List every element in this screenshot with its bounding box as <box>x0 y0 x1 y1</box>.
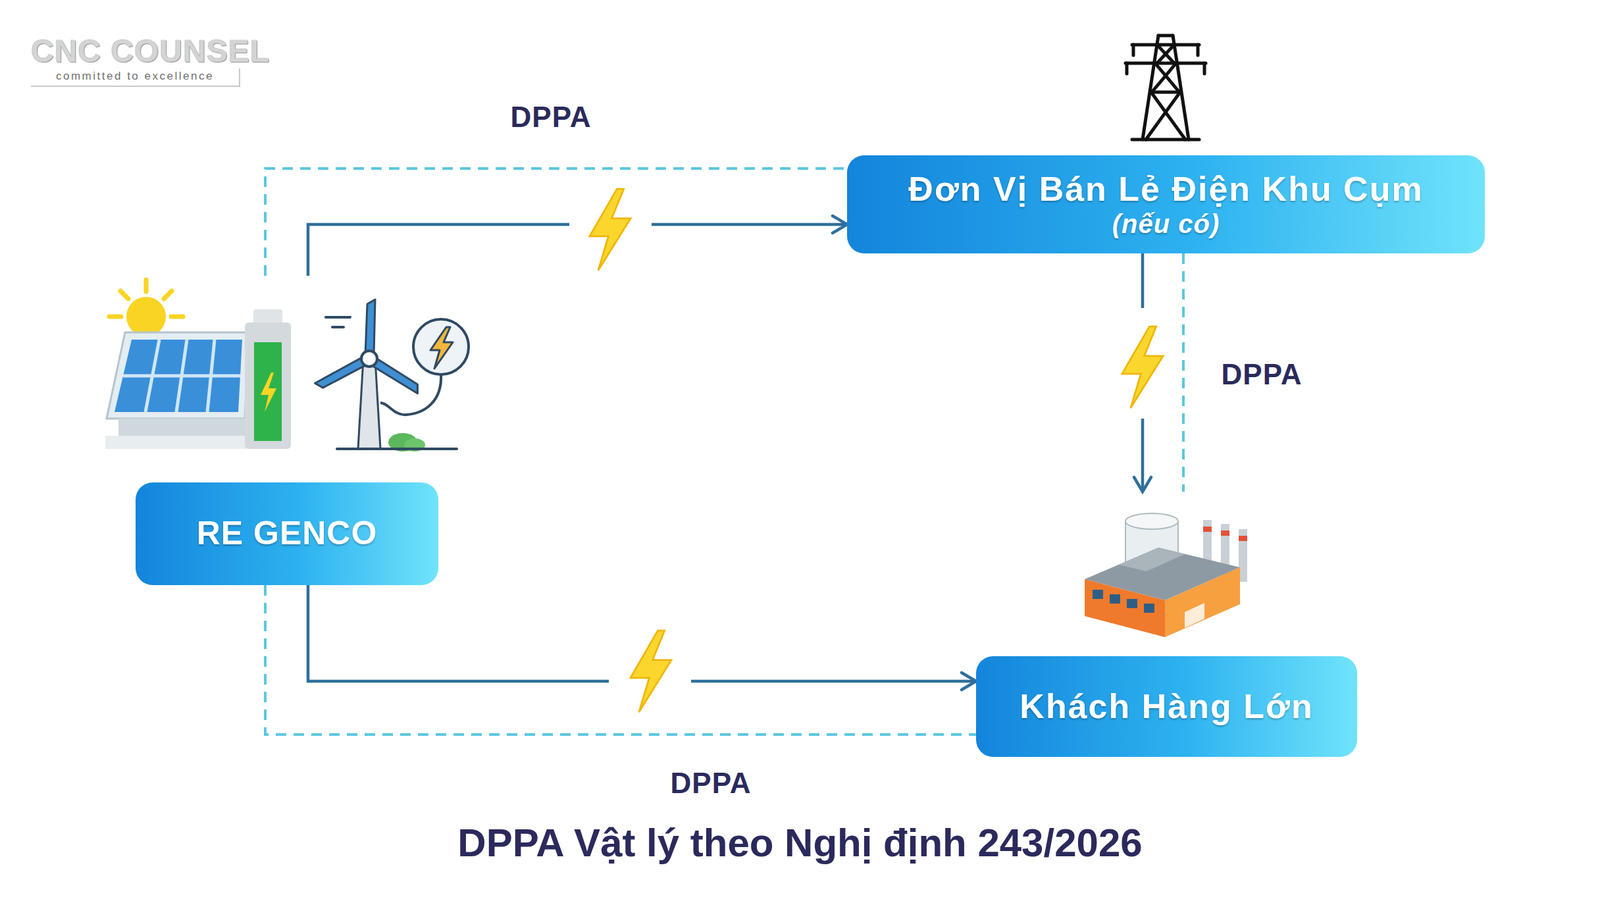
contract-label: DPPA <box>1221 358 1303 391</box>
box-fill: RE GENCO <box>135 482 439 586</box>
lightning-bolt <box>608 630 692 713</box>
contract-label: DPPA <box>510 100 592 134</box>
diagram-caption: DPPA Vật lý theo Nghị định 243/2026 <box>0 820 1600 866</box>
arrow-head <box>1134 477 1152 492</box>
logo-wordmark: CNC COUNSEL <box>30 32 270 70</box>
generator-box: RE GENCO <box>102 275 475 586</box>
contract-line <box>265 168 848 276</box>
box-fill: Đơn Vị Bán Lẻ Điện Khu Cụm(nếu có) <box>847 155 1485 254</box>
transmission-tower-icon <box>1125 35 1206 140</box>
customer-box: Khách Hàng Lớn <box>976 491 1358 757</box>
retailer-box: Đơn Vị Bán Lẻ Điện Khu Cụm(nếu có) <box>847 155 1485 254</box>
arrow-head <box>961 672 977 690</box>
box-subtitle: (nếu có) <box>1112 208 1221 239</box>
arrow-head <box>832 215 848 233</box>
sun-icon <box>109 279 183 337</box>
contract-label: DPPA <box>670 766 752 800</box>
box-title: Đơn Vị Bán Lẻ Điện Khu Cụm <box>908 169 1423 210</box>
box-fill: Khách Hàng Lớn <box>976 656 1358 757</box>
wind-turbine-icon <box>315 299 469 452</box>
battery-icon <box>244 309 291 449</box>
contract-line <box>1183 253 1185 492</box>
contract-line <box>265 585 977 735</box>
connector-line <box>1182 253 1185 492</box>
box-title: Khách Hàng Lớn <box>1019 687 1314 727</box>
box-title: RE GENCO <box>196 514 378 553</box>
lightning-bolt <box>1122 308 1163 419</box>
factory-icon <box>1084 513 1248 638</box>
lightning-bolt <box>569 188 652 271</box>
logo-tagline: committed to excellence <box>30 68 241 87</box>
connector-line <box>265 585 977 735</box>
connector-line <box>265 168 848 276</box>
